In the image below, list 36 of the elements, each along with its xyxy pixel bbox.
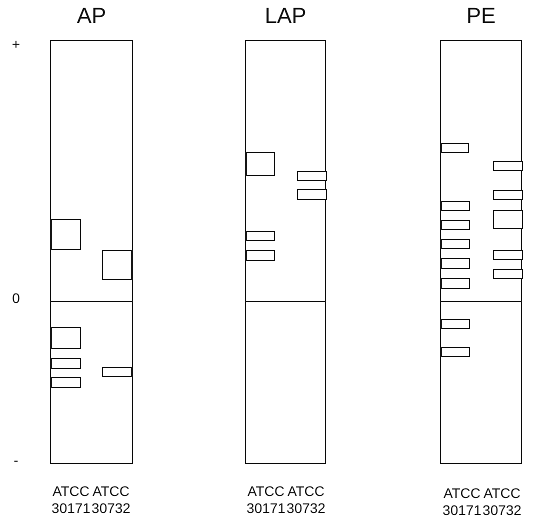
gel-band: [441, 143, 469, 153]
gel-band: [51, 219, 81, 250]
gel-band: [51, 377, 81, 388]
gel-band: [441, 220, 470, 230]
gel-band: [246, 152, 275, 176]
gel-band: [246, 250, 275, 261]
gel-band: [493, 161, 523, 171]
gel-band: [441, 319, 470, 329]
gel-band: [246, 231, 275, 241]
gel-band: [51, 327, 81, 349]
gel-band: [493, 269, 523, 279]
lane-title: AP: [76, 3, 108, 29]
strain-label: ATCC 30171: [50, 483, 92, 517]
gel-band: [441, 258, 470, 269]
strain-label: ATCC 30732: [90, 483, 132, 517]
charge-sign: +: [10, 36, 22, 53]
gel-band: [493, 250, 523, 260]
gel-band: [102, 250, 132, 280]
charge-sign: -: [12, 452, 20, 469]
strain-label: ATCC 30171: [442, 485, 482, 517]
gel-band: [493, 190, 523, 200]
strain-label: ATCC 30732: [482, 485, 522, 517]
gel-band: [297, 189, 327, 200]
gel-band: [102, 367, 132, 377]
lane-title: PE: [465, 3, 497, 29]
gel-band: [441, 347, 470, 357]
strain-label: ATCC 30171: [246, 483, 286, 517]
gel-band: [441, 278, 470, 289]
gel-band: [51, 358, 81, 369]
gel-band: [441, 239, 470, 249]
lane-title: LAP: [264, 3, 308, 29]
strain-label: ATCC 30732: [286, 483, 326, 517]
gel-band: [493, 210, 523, 229]
gel-band: [297, 171, 327, 181]
zero-mark: 0: [11, 290, 21, 307]
gel-band: [441, 201, 470, 211]
